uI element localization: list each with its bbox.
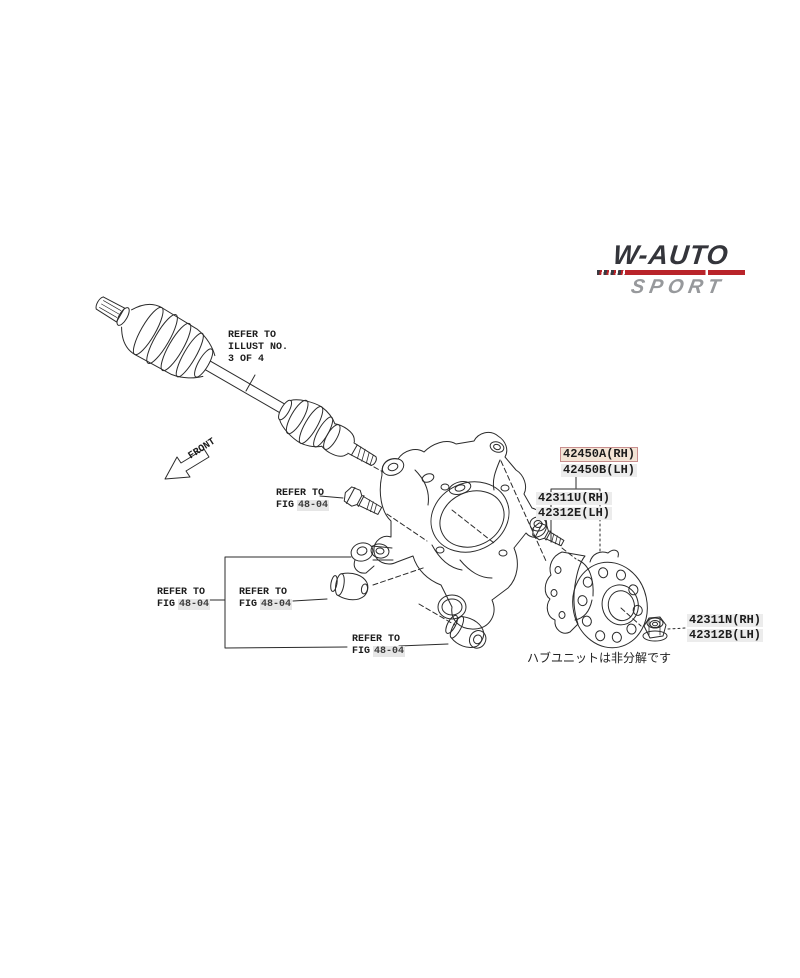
refer-illust-line3: 3 OF 4 (228, 354, 265, 365)
brand-name: W-AUTO (611, 240, 731, 270)
fig-word: FIG (239, 599, 258, 610)
bushing-drawing-1 (330, 572, 369, 601)
hub-bolt-drawing (532, 522, 565, 547)
part-number-hub-nut-lh: 42312B(LH) (687, 628, 764, 642)
part-number-hub-bolt-lh: 42312E(LH) (536, 506, 613, 520)
refer-illust-line2: ILLUST NO. (228, 342, 289, 353)
fig-number: 48-04 (373, 646, 406, 657)
fig-number: 48-04 (260, 599, 293, 610)
part-number-hub-bolt-rh: 42311U(RH) (536, 491, 613, 505)
refer-fig-line1: REFER TO (352, 634, 401, 645)
arm-bushing-eye-drawing (350, 542, 394, 574)
drive-shaft-drawing (95, 296, 377, 466)
fig-word: FIG (276, 500, 295, 511)
fig-number: 48-04 (297, 500, 330, 511)
leader-lines (206, 374, 687, 649)
hub-unit-drawing (544, 549, 648, 649)
brand-stripe-bar (625, 270, 745, 275)
part-number-hub-rh-highlighted: 42450A(RH) (560, 447, 639, 462)
fig-word: FIG (157, 599, 176, 610)
refer-fig-line1: REFER TO (276, 488, 325, 499)
brand-stripe-dashes (597, 270, 625, 275)
hub-unit-note: ハブユニットは非分解です (527, 651, 672, 665)
brand-stripe (597, 270, 745, 275)
label-refer-illust: REFER TO ILLUST NO. 3 OF 4 (228, 330, 288, 366)
lock-nut-drawing (642, 616, 668, 642)
knuckle-drawing (370, 431, 548, 630)
part-number-hub-nut-rh: 42311N(RH) (687, 613, 764, 627)
assembly-dashed-lines (366, 460, 642, 627)
refer-illust-line1: REFER TO (228, 330, 277, 341)
fig-word: FIG (352, 646, 371, 657)
refer-fig-line1: REFER TO (157, 587, 206, 598)
bushing-drawing-2 (445, 614, 487, 649)
brand-logo: W-AUTO SPORT (595, 240, 747, 298)
refer-fig-line1: REFER TO (239, 587, 288, 598)
knuckle-bolt-drawing (343, 486, 383, 515)
fig-number: 48-04 (178, 599, 211, 610)
front-arrow-icon (164, 448, 210, 480)
brand-subname: SPORT (629, 276, 727, 298)
part-number-hub-lh: 42450B(LH) (561, 463, 638, 477)
